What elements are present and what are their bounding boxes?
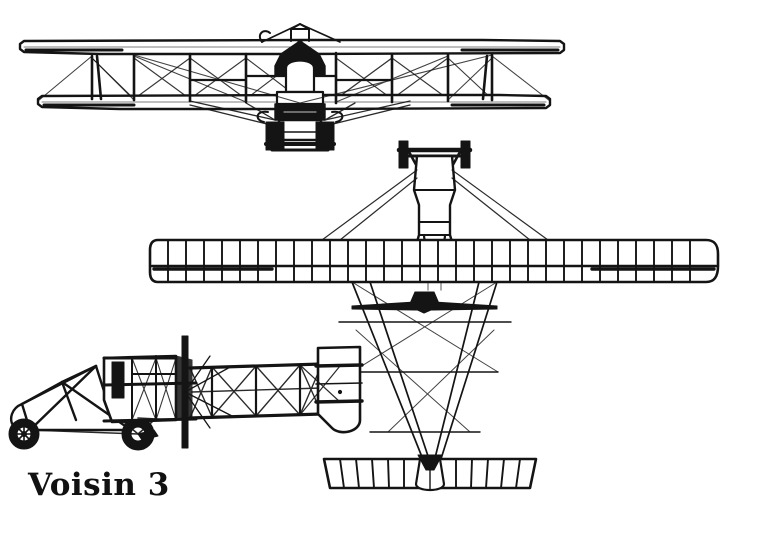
plan-view-tailplane [322, 454, 538, 492]
side-view-wheels [8, 417, 159, 451]
plan-view-boom-bracing [351, 281, 499, 433]
front-view-cabane-pylon [258, 23, 341, 43]
plan-view-main-wing [148, 238, 720, 284]
side-view-tail-boom [188, 362, 324, 420]
front-view-landing-gear [189, 100, 411, 152]
side-view-propeller [175, 335, 233, 449]
front-view-control-horns [256, 110, 344, 123]
side-view-box-tail [299, 345, 364, 434]
front-view [18, 23, 566, 152]
drawing-caption: Voisin 3 [28, 467, 170, 503]
side-view-gear-bracing [29, 417, 177, 435]
plan-view [148, 140, 720, 492]
plan-view-nacelle-bracing [321, 169, 549, 241]
side-view [8, 335, 364, 451]
side-view-nacelle [102, 354, 178, 424]
front-view-flying-wires [37, 54, 551, 104]
